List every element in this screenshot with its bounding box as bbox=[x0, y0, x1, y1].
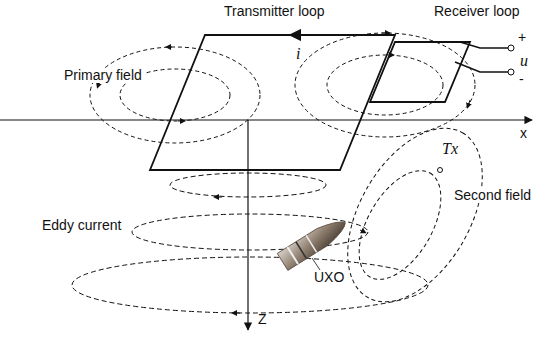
field-arrows bbox=[98, 33, 470, 313]
point-label: Tx bbox=[440, 140, 460, 158]
receiver-loop bbox=[370, 42, 470, 102]
uxo-shell bbox=[277, 214, 350, 270]
voltage-symbol: u bbox=[518, 52, 530, 70]
terminal-sign: + bbox=[516, 30, 528, 45]
field-label: Second field bbox=[452, 188, 533, 203]
field-label: Primary field bbox=[62, 68, 144, 83]
receiver-lead bbox=[460, 42, 508, 48]
part-label: Transmitter loop bbox=[222, 4, 327, 19]
transmitter-loop bbox=[150, 35, 395, 170]
current-symbol: i bbox=[294, 45, 302, 63]
field-label: Eddy current bbox=[40, 218, 123, 233]
tx-point bbox=[438, 168, 443, 173]
axis-label: Z bbox=[256, 312, 269, 327]
receiver-lead bbox=[455, 62, 508, 72]
part-label: Receiver loop bbox=[432, 4, 522, 19]
current-arrow bbox=[290, 34, 310, 36]
terminal-sign: - bbox=[517, 72, 526, 87]
secondary-field-lines bbox=[320, 105, 510, 325]
axis-label: x bbox=[518, 126, 529, 141]
eddy-current-loops bbox=[72, 173, 428, 313]
z-axis bbox=[247, 120, 248, 330]
primary-field-lines bbox=[90, 33, 475, 143]
terminal bbox=[508, 45, 514, 51]
part-label: UXO bbox=[312, 270, 346, 285]
leader-line bbox=[312, 258, 320, 270]
terminal bbox=[508, 69, 514, 75]
